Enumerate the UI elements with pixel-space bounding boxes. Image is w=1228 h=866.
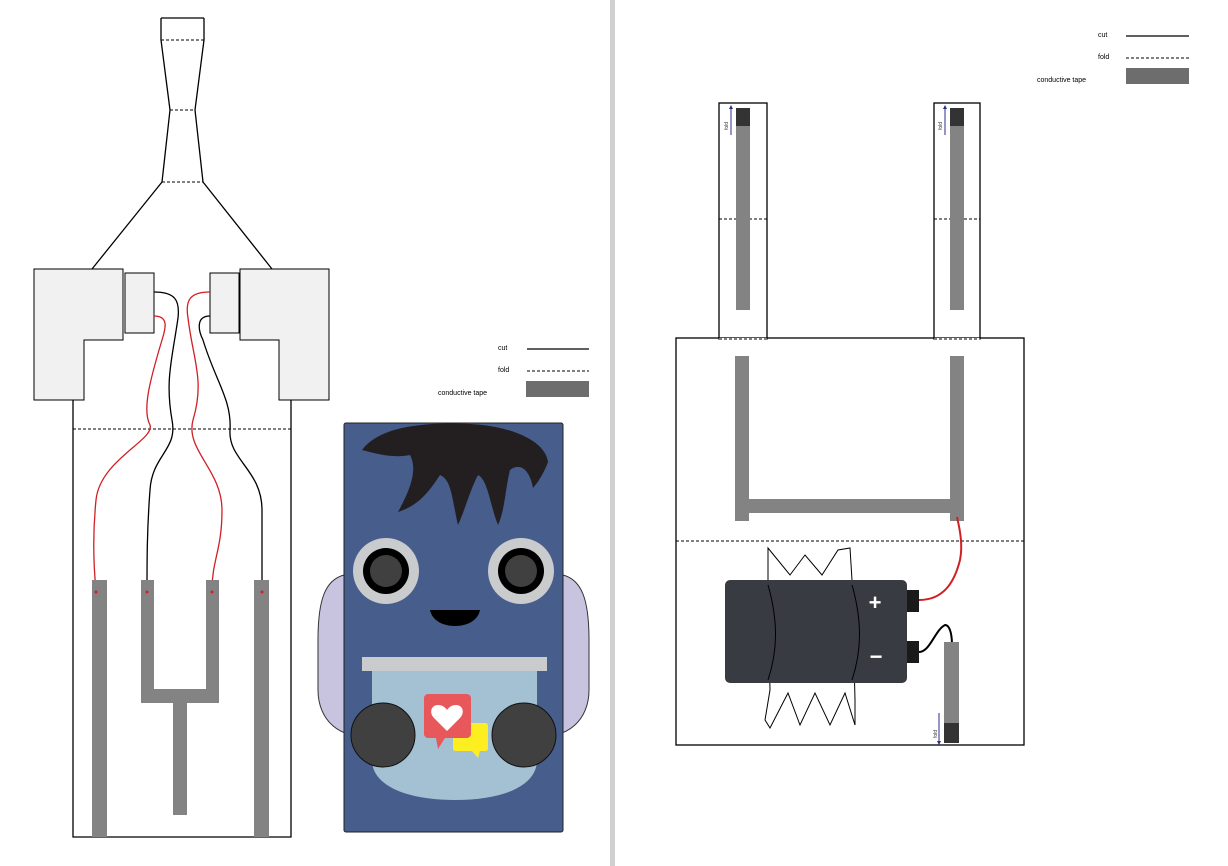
- legend-fold-label: fold: [498, 367, 509, 374]
- battery-wire-black: [918, 623, 953, 653]
- right-side-panel-tab: [209, 272, 240, 334]
- right-strap-left-label: fold: [724, 122, 730, 130]
- right-small-tape-end: [944, 723, 959, 743]
- right-small-tape-label: fold: [933, 730, 939, 738]
- robot-left-eye-pupil: [370, 555, 402, 587]
- right-legend: cut fold conductive tape: [1037, 32, 1189, 84]
- left-side-panel: [33, 268, 124, 401]
- left-side-panel-tab: [124, 272, 155, 334]
- left-tape-outer-left: [92, 580, 107, 837]
- left-tape-outer-right: [254, 580, 269, 837]
- robot-hair: [362, 423, 548, 525]
- right-strap-left-tape: [736, 108, 750, 310]
- right-small-tape-arrowhead: [937, 741, 941, 745]
- left-legend: cut fold conductive tape: [438, 345, 589, 397]
- legend-right-tape-label: conductive tape: [1037, 77, 1086, 84]
- battery-minus-label: −: [870, 644, 883, 669]
- robot-right-hand: [491, 702, 557, 768]
- legend-right-cut-label: cut: [1098, 32, 1107, 39]
- right-strap-right-label: fold: [938, 122, 944, 130]
- left-body-outline: [72, 400, 292, 838]
- left-neck-outline-left: [91, 18, 171, 270]
- legend-tape-sample: [526, 381, 589, 397]
- robot-pocket-rim: [362, 657, 547, 671]
- right-u-tape: [735, 356, 964, 521]
- legend-right-fold-label: fold: [1098, 54, 1109, 61]
- robot-left-hand: [350, 702, 416, 768]
- right-small-tape: [944, 642, 959, 743]
- left-wire-end-4: [260, 590, 264, 594]
- battery-tape-edge-left: [767, 584, 776, 681]
- robot-right-eye-pupil: [505, 555, 537, 587]
- page-divider: [610, 0, 615, 866]
- left-wire-end-3: [210, 590, 214, 594]
- left-wire-black-2: [198, 315, 263, 590]
- battery-body: [725, 580, 907, 683]
- left-wire-end-1: [94, 590, 98, 594]
- right-strap-left-tape-end: [736, 108, 750, 126]
- battery-minus-terminal: [907, 641, 919, 663]
- robot-mouth: [430, 610, 480, 626]
- heart-icon: [431, 705, 463, 731]
- legend-cut-label: cut: [498, 345, 507, 352]
- right-strap-right-tape: [950, 108, 964, 310]
- battery-tape-edge-right: [851, 584, 860, 681]
- right-template: fold fold + − fold: [675, 102, 1025, 746]
- left-wire-red-1: [93, 315, 166, 591]
- right-strap-right-arrowhead: [943, 105, 947, 109]
- left-wire-end-2: [145, 590, 149, 594]
- left-tape-fork: [141, 580, 219, 815]
- legend-tape-label: conductive tape: [438, 390, 487, 397]
- left-neck-outline-right: [194, 18, 273, 270]
- left-wire-black-1: [146, 291, 180, 591]
- battery-plus-terminal: [907, 590, 919, 612]
- right-strap-left-arrowhead: [729, 105, 733, 109]
- right-side-panel: [239, 268, 330, 401]
- legend-right-tape-sample: [1126, 68, 1189, 84]
- right-strap-right-tape-end: [950, 108, 964, 126]
- battery-plus-label: +: [869, 590, 882, 615]
- left-template: [33, 17, 330, 838]
- battery-wire-red: [918, 516, 963, 601]
- left-wire-red-2: [186, 291, 223, 591]
- robot-illustration: [317, 422, 590, 833]
